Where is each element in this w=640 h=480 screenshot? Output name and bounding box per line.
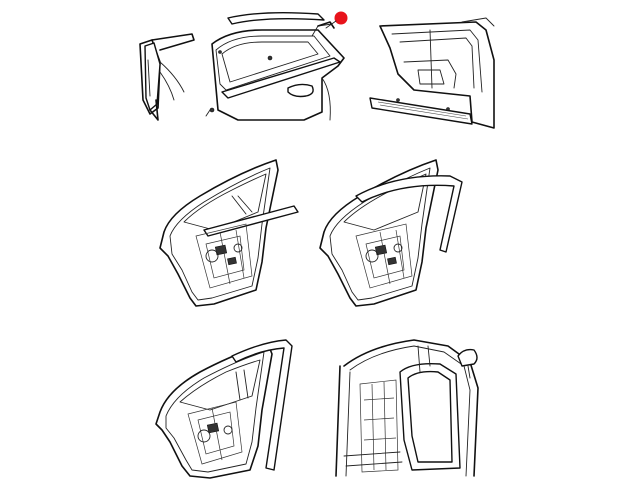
- panel-sill-scuff-plate: [369, 17, 495, 129]
- panel-door-opening-weatherstrip: [155, 339, 293, 479]
- callout-marker-icon: [334, 11, 348, 25]
- panel-door-inner-belt-weatherstrip: [159, 159, 299, 307]
- panel-door-belt-molding: [205, 11, 345, 121]
- panel-pillar-trim: [139, 33, 195, 121]
- panel-door-glass-run-channel: [319, 159, 463, 307]
- panel-body-opening-seal: [335, 339, 479, 477]
